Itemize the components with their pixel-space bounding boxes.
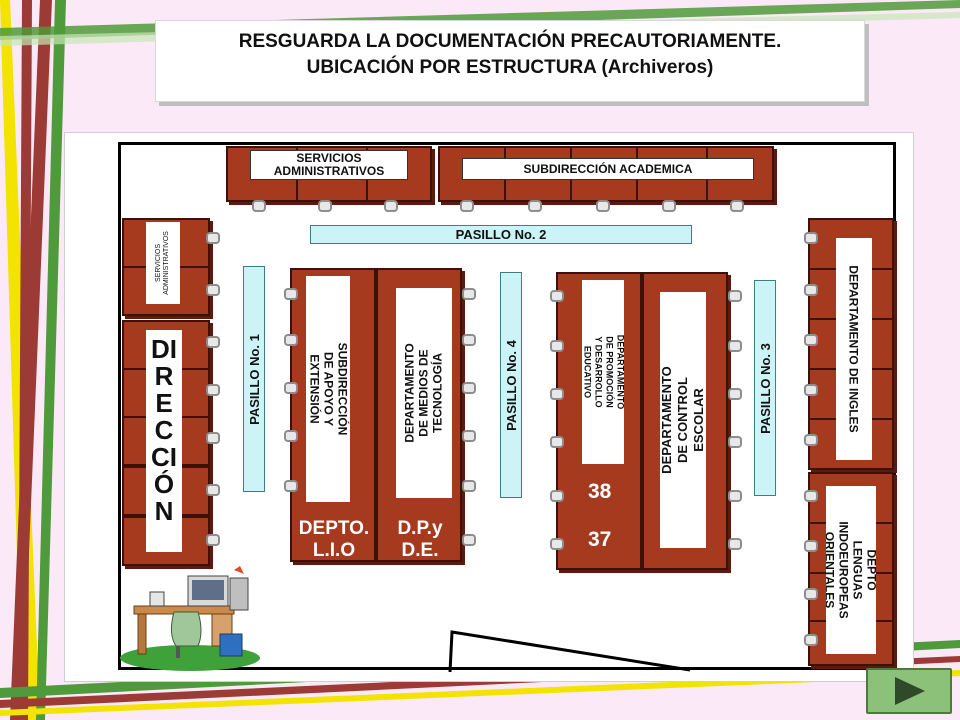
pasillo-3: PASILLO No. 3 (754, 280, 776, 496)
depto-promocion-box: DEPARTAMENTO DE PROMOCIÓN Y DESARROLLO E… (582, 280, 624, 464)
chair (804, 232, 818, 244)
chair (804, 490, 818, 502)
depto-ingles-box: DEPARTAMENTO DE INGLES (836, 238, 872, 460)
chair (528, 200, 542, 212)
subdireccion-apoyo-box: SUBDIRECCIÓN DE APOYO Y EXTENSIÓN (306, 276, 350, 502)
direccion-label: DI R E C CI Ó N (146, 336, 182, 525)
direccion-letter: CI (151, 442, 177, 472)
depto-lenguas-box: DEPTO LENGUAS INDOEUROPEAS ORIENTALES (826, 486, 876, 654)
direccion-box (146, 330, 182, 552)
chair (460, 200, 474, 212)
pasillo-1-label: PASILLO No. 1 (246, 333, 262, 425)
direccion-letter: R (154, 361, 174, 391)
door-outline (448, 630, 691, 673)
chair (728, 490, 742, 502)
chair (728, 340, 742, 352)
chair (462, 334, 476, 346)
chair (550, 290, 564, 302)
depto-lenguas-label: DEPTO LENGUAS INDOEUROPEAS ORIENTALES (826, 521, 876, 619)
depto-promocion-label: DEPARTAMENTO DE PROMOCIÓN Y DESARROLLO E… (582, 334, 624, 410)
chair (462, 534, 476, 546)
chair (804, 334, 818, 346)
pasillo-2: PASILLO No. 2 (310, 225, 692, 244)
chair (284, 480, 298, 492)
next-slide-button[interactable] (866, 668, 952, 714)
direccion-letter: DI (151, 334, 177, 364)
chair (550, 538, 564, 550)
label-servicios-administrativos-left: SERVICIOS ADMINISTRATIVOS (155, 231, 170, 295)
direccion-letter: N (154, 496, 174, 526)
chair (550, 490, 564, 502)
chair (206, 534, 220, 546)
chair (804, 384, 818, 396)
chair (550, 388, 564, 400)
depto-medios-label: DEPARTAMENTO DE MEDIOS DE TECNOLOGÍA (403, 343, 445, 443)
chair (804, 634, 818, 646)
cabinet-number-37: 37 (588, 528, 612, 551)
chair (550, 340, 564, 352)
chair (462, 288, 476, 300)
chair (804, 588, 818, 600)
depto-ingles-label: DEPARTAMENTO DE INGLES (847, 265, 861, 433)
dp-de-label: D.P.y D.E. (397, 518, 443, 561)
cabinet-number-38: 38 (588, 480, 612, 503)
depto-medios-box: DEPARTAMENTO DE MEDIOS DE TECNOLOGÍA (396, 288, 452, 498)
chair (662, 200, 676, 212)
chair (462, 382, 476, 394)
chair (284, 382, 298, 394)
pasillo-4: PASILLO No. 4 (500, 272, 522, 498)
floor-plan-walls (118, 142, 896, 670)
title-line-1: RESGUARDA LA DOCUMENTACIÓN PRECAUTORIAME… (238, 31, 782, 52)
label-servicios-administrativos-top: SERVICIOS ADMINISTRATIVOS (250, 150, 408, 180)
label-servicios-administrativos-left-box: SERVICIOS ADMINISTRATIVOS (146, 222, 180, 304)
title-line-2: UBICACIÓN POR ESTRUCTURA (Archiveros) (306, 57, 714, 78)
chair (596, 200, 610, 212)
chair (284, 430, 298, 442)
depto-lio-label: DEPTO. L.I.O (298, 518, 370, 561)
chair (728, 290, 742, 302)
direccion-letter: E (155, 388, 173, 418)
chair (462, 480, 476, 492)
chair (284, 288, 298, 300)
chair (384, 200, 398, 212)
direccion-letter: C (154, 415, 174, 445)
chair (284, 334, 298, 346)
direccion-letter: Ó (153, 469, 175, 499)
depto-control-label: DEPARTAMENTO DE CONTROL ESCOLAR (660, 366, 706, 474)
chair (206, 232, 220, 244)
chair (728, 538, 742, 550)
chair (318, 200, 332, 212)
chair (206, 284, 220, 296)
title-box: RESGUARDA LA DOCUMENTACIÓN PRECAUTORIAME… (155, 20, 865, 102)
chair (206, 432, 220, 444)
office-desk-icon (120, 566, 260, 671)
chair (206, 336, 220, 348)
chair (804, 434, 818, 446)
chair (462, 430, 476, 442)
play-arrow-icon (895, 677, 925, 705)
label-subdireccion-academica: SUBDIRECCIÓN ACADEMICA (462, 158, 754, 180)
pasillo-1: PASILLO No. 1 (243, 266, 265, 492)
pasillo-2-label: PASILLO No. 2 (455, 227, 547, 242)
chair (804, 284, 818, 296)
subdireccion-apoyo-label: SUBDIRECCIÓN DE APOYO Y EXTENSIÓN (307, 342, 350, 436)
chair (206, 484, 220, 496)
chair (728, 436, 742, 448)
chair (550, 436, 564, 448)
chair (206, 384, 220, 396)
pasillo-4-label: PASILLO No. 4 (503, 339, 519, 431)
depto-control-box: DEPARTAMENTO DE CONTROL ESCOLAR (660, 292, 706, 548)
chair (728, 388, 742, 400)
chair (252, 200, 266, 212)
chair (730, 200, 744, 212)
chair (804, 540, 818, 552)
pasillo-3-label: PASILLO No. 3 (757, 342, 773, 434)
